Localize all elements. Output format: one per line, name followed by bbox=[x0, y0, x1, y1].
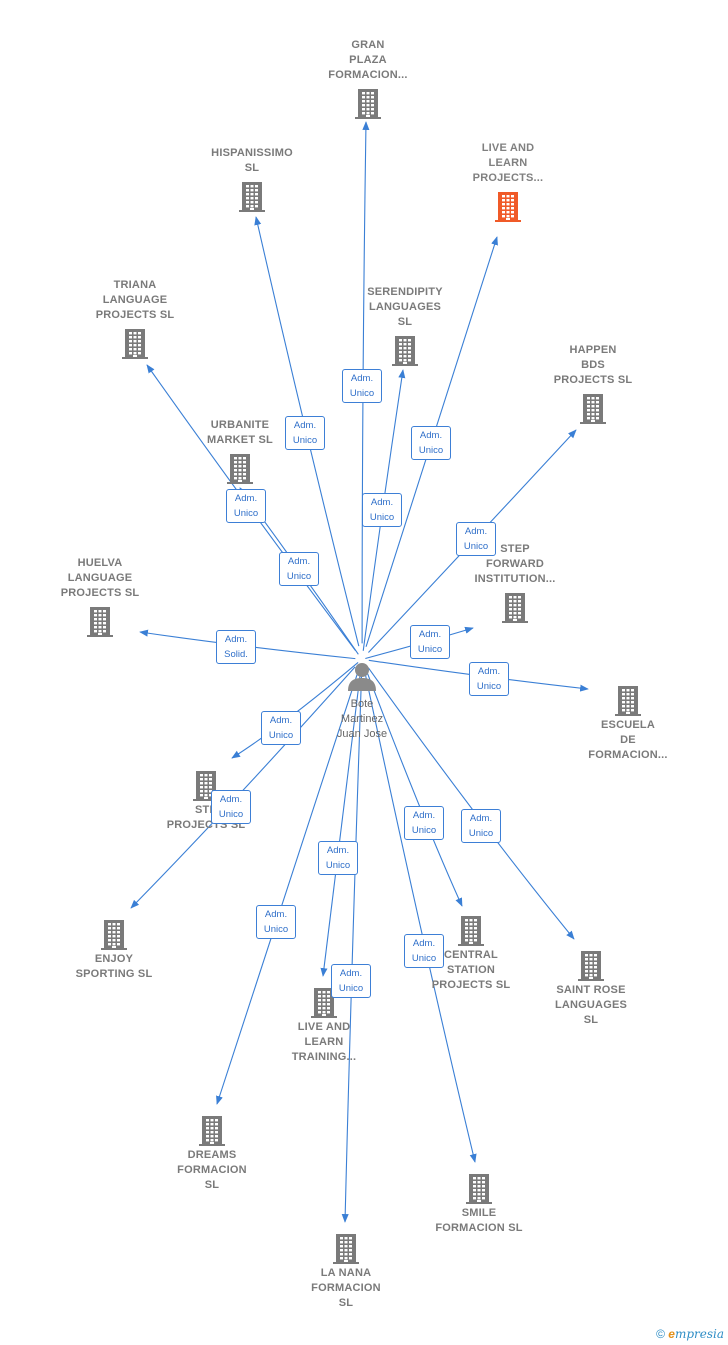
edge-live-learn-training bbox=[320, 668, 362, 977]
company-node-huelva[interactable]: HUELVA LANGUAGE PROJECTS SL bbox=[35, 556, 165, 637]
building-icon bbox=[392, 334, 418, 366]
company-label: ENJOY SPORTING SL bbox=[75, 953, 153, 980]
company-label: CENTRAL STATION PROJECTS SL bbox=[431, 949, 511, 991]
company-label: URBANITE MARKET SL bbox=[207, 419, 273, 446]
company-label: DREAMS FORMACION SL bbox=[177, 1149, 247, 1191]
company-node-escuela[interactable]: ESCUELA DE FORMACION... bbox=[563, 684, 693, 763]
edge-dreams bbox=[216, 672, 359, 1105]
company-label: TRIANA LANGUAGE PROJECTS SL bbox=[95, 279, 175, 321]
company-node-smile[interactable]: SMILE FORMACION SL bbox=[414, 1172, 544, 1236]
company-node-hispanissimo[interactable]: HISPANISSIMO SL bbox=[187, 146, 317, 212]
role-label-enjoy[interactable]: Adm. Unico bbox=[211, 790, 251, 824]
company-node-la-nana[interactable]: LA NANA FORMACION SL bbox=[281, 1232, 411, 1311]
building-icon bbox=[333, 1232, 359, 1264]
building-icon bbox=[615, 684, 641, 716]
company-label: SAINT ROSE LANGUAGES SL bbox=[554, 984, 628, 1026]
building-icon bbox=[580, 392, 606, 424]
company-label: HAPPEN BDS PROJECTS SL bbox=[553, 344, 633, 386]
person-node[interactable]: Bote Martinez Juan Jose bbox=[312, 661, 412, 742]
role-label-serendipity[interactable]: Adm. Unico bbox=[362, 493, 402, 527]
building-icon bbox=[458, 914, 484, 946]
building-icon bbox=[122, 327, 148, 359]
role-label-la-nana[interactable]: Adm. Unico bbox=[331, 964, 371, 998]
role-label-live-learn-training[interactable]: Adm. Unico bbox=[318, 841, 358, 875]
company-label: HISPANISSIMO SL bbox=[211, 147, 293, 174]
company-label: STEP FORWARD INSTITUTION... bbox=[474, 543, 556, 585]
company-node-saint-rose[interactable]: SAINT ROSE LANGUAGES SL bbox=[526, 949, 656, 1028]
company-node-ste-projects[interactable]: STE PROJECTS SL bbox=[141, 769, 271, 833]
company-node-step-forward[interactable]: STEP FORWARD INSTITUTION... bbox=[450, 542, 580, 623]
role-label-live-learn-projects[interactable]: Adm. Unico bbox=[411, 426, 451, 460]
building-icon bbox=[355, 87, 381, 119]
company-node-live-learn-training[interactable]: LIVE AND LEARN TRAINING... bbox=[259, 986, 389, 1065]
role-label-happen-bds[interactable]: Adm. Unico bbox=[456, 522, 496, 556]
person-name: Bote Martinez Juan Jose bbox=[336, 698, 388, 740]
role-label-saint-rose[interactable]: Adm. Unico bbox=[461, 809, 501, 843]
company-node-serendipity[interactable]: SERENDIPITY LANGUAGES SL bbox=[340, 285, 470, 366]
role-label-gran-plaza[interactable]: Adm. Unico bbox=[342, 369, 382, 403]
company-label: HUELVA LANGUAGE PROJECTS SL bbox=[60, 557, 140, 599]
role-label-step-forward[interactable]: Adm. Unico bbox=[410, 625, 450, 659]
company-label: LIVE AND LEARN TRAINING... bbox=[291, 1021, 357, 1063]
company-node-urbanite[interactable]: URBANITE MARKET SL bbox=[175, 418, 305, 484]
company-node-enjoy[interactable]: ENJOY SPORTING SL bbox=[49, 918, 179, 982]
copyright-symbol: © bbox=[656, 1327, 665, 1341]
role-label-huelva[interactable]: Adm. Solid. bbox=[216, 630, 256, 664]
building-icon bbox=[502, 591, 528, 623]
company-node-live-learn-projects[interactable]: LIVE AND LEARN PROJECTS... bbox=[443, 141, 573, 222]
building-icon bbox=[311, 986, 337, 1018]
brand-e: e bbox=[668, 1327, 675, 1341]
edge-central-station bbox=[364, 666, 463, 907]
company-label: SMILE FORMACION SL bbox=[435, 1207, 523, 1234]
role-label-hispanissimo[interactable]: Adm. Unico bbox=[285, 416, 325, 450]
role-label-dreams[interactable]: Adm. Unico bbox=[256, 905, 296, 939]
company-node-central-station[interactable]: CENTRAL STATION PROJECTS SL bbox=[406, 914, 536, 993]
building-icon bbox=[466, 1172, 492, 1204]
role-label-smile[interactable]: Adm. Unico bbox=[404, 934, 444, 968]
brand-logo: © empresia bbox=[656, 1327, 724, 1341]
company-label: SERENDIPITY LANGUAGES SL bbox=[367, 286, 443, 328]
role-label-urbanite[interactable]: Adm. Unico bbox=[279, 552, 319, 586]
building-icon bbox=[199, 1114, 225, 1146]
role-label-triana[interactable]: Adm. Unico bbox=[226, 489, 266, 523]
company-node-dreams[interactable]: DREAMS FORMACION SL bbox=[147, 1114, 277, 1193]
company-label: STE PROJECTS SL bbox=[166, 804, 246, 831]
role-label-central-station[interactable]: Adm. Unico bbox=[404, 806, 444, 840]
building-icon bbox=[87, 605, 113, 637]
building-icon bbox=[578, 949, 604, 981]
role-label-escuela[interactable]: Adm. Unico bbox=[469, 662, 509, 696]
company-label: ESCUELA DE FORMACION... bbox=[588, 719, 668, 761]
company-node-triana[interactable]: TRIANA LANGUAGE PROJECTS SL bbox=[70, 278, 200, 359]
company-node-gran-plaza[interactable]: GRAN PLAZA FORMACION... bbox=[303, 38, 433, 119]
brand-name: mpresia bbox=[674, 1327, 724, 1341]
company-label: LIVE AND LEARN PROJECTS... bbox=[472, 142, 544, 184]
building-icon bbox=[227, 452, 253, 484]
company-node-happen-bds[interactable]: HAPPEN BDS PROJECTS SL bbox=[528, 343, 658, 424]
building-icon bbox=[239, 180, 265, 212]
building-icon bbox=[101, 918, 127, 950]
building-icon bbox=[495, 190, 521, 222]
company-label: GRAN PLAZA FORMACION... bbox=[328, 39, 408, 81]
edge-la-nana bbox=[341, 676, 363, 1223]
person-icon bbox=[348, 663, 376, 691]
company-label: LA NANA FORMACION SL bbox=[311, 1267, 381, 1309]
role-label-ste-projects[interactable]: Adm. Unico bbox=[261, 711, 301, 745]
